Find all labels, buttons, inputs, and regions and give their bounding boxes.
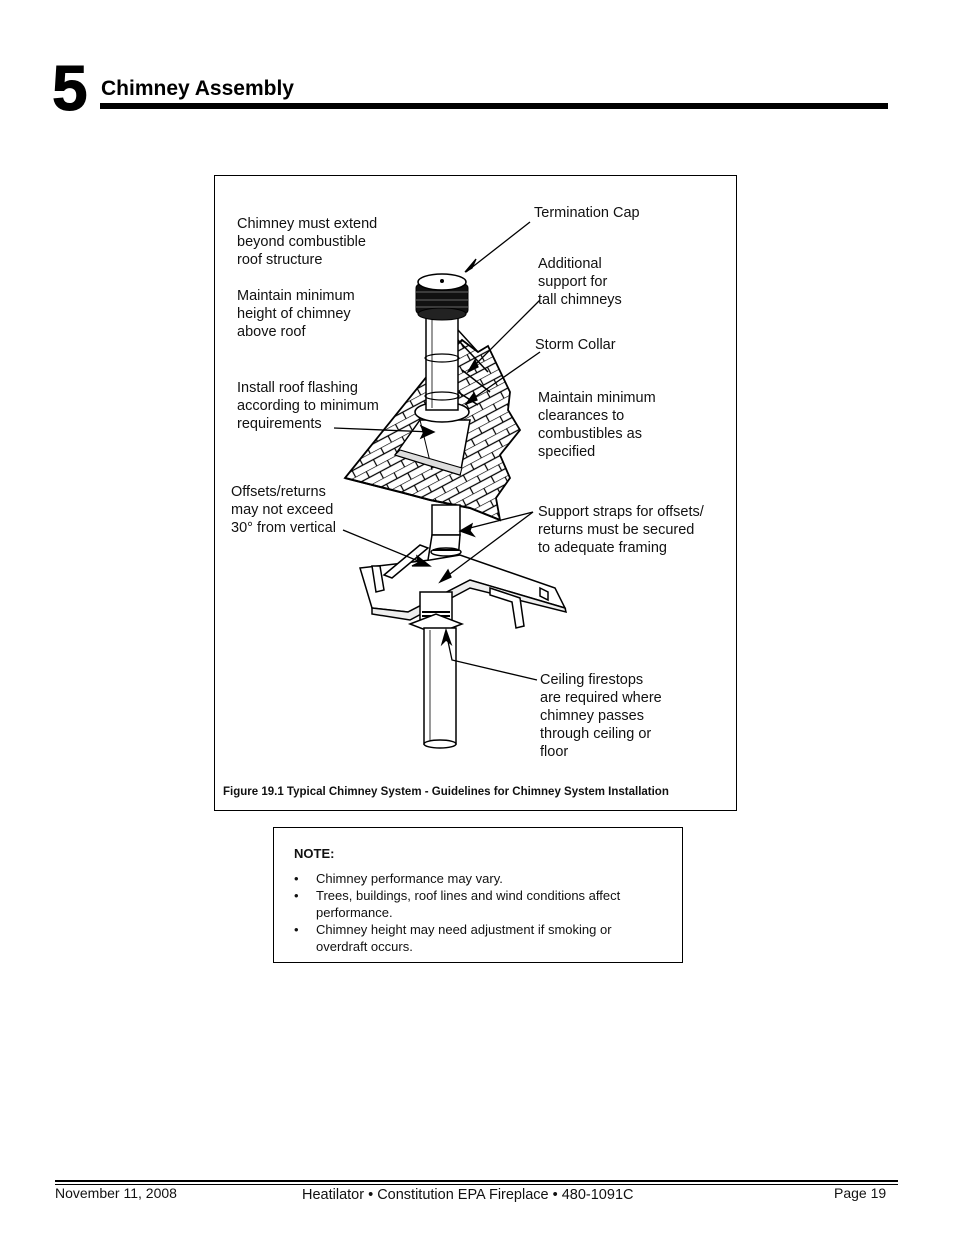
note-item-text: Trees, buildings, roof lines and wind co…: [316, 888, 621, 920]
list-item: • Chimney height may need adjustment if s…: [294, 921, 664, 955]
lower-chimney-pipe: [407, 591, 465, 749]
list-item: • Trees, buildings, roof lines and wind c…: [294, 887, 664, 921]
label-termination-cap: Termination Cap: [534, 205, 640, 221]
label-roof-flashing: Install roof flashing according to minim…: [237, 380, 379, 432]
list-item: • Chimney performance may vary.: [294, 870, 664, 887]
upper-chimney-pipe: [424, 309, 460, 411]
label-firestops: Ceiling firestops are required where chi…: [540, 672, 662, 760]
termination-cap: [415, 273, 469, 321]
label-storm-collar: Storm Collar: [535, 337, 616, 353]
figure-frame: [214, 175, 737, 811]
footer-date: November 11, 2008: [55, 1185, 177, 1201]
label-offsets: Offsets/returns may not exceed 30° from …: [231, 484, 336, 536]
note-item-text: Chimney height may need adjustment if sm…: [316, 922, 612, 954]
footer-rule: [55, 1184, 898, 1185]
title-rule: [100, 103, 888, 109]
section-title: Chimney Assembly: [101, 77, 294, 100]
ceiling-framing: [359, 544, 568, 629]
label-clearances: Maintain minimum clearances to combustib…: [538, 390, 656, 460]
label-support-straps: Support straps for offsets/ returns must…: [538, 504, 704, 556]
support-braces: [457, 329, 491, 406]
bullet: •: [294, 922, 299, 937]
label-chimney-extend: Chimney must extend beyond combustible r…: [237, 216, 378, 268]
note-title: NOTE:: [294, 846, 335, 861]
note-box: NOTE: • Chimney performance may vary. • Tr…: [273, 827, 683, 963]
label-additional-support: Additional support for tall chimneys: [538, 256, 622, 308]
leader-lines: [333, 221, 541, 681]
footer-document-title: Heatilator • Constitution EPA Fireplace …: [302, 1187, 634, 1203]
middle-chimney-pipe: [431, 504, 461, 536]
section-number: 5: [52, 52, 89, 124]
note-item-text: Chimney performance may vary.: [316, 871, 503, 886]
figure-caption: Figure 19.1 Typical Chimney System - Gui…: [223, 786, 669, 798]
footer-page-number: Page 19: [834, 1185, 887, 1201]
note-list: • Chimney performance may vary. • Trees, b…: [294, 870, 664, 955]
footer-rule: [55, 1180, 898, 1182]
bullet: •: [294, 871, 299, 886]
bullet: •: [294, 888, 299, 903]
label-min-height: Maintain minimum height of chimney above…: [237, 288, 355, 340]
